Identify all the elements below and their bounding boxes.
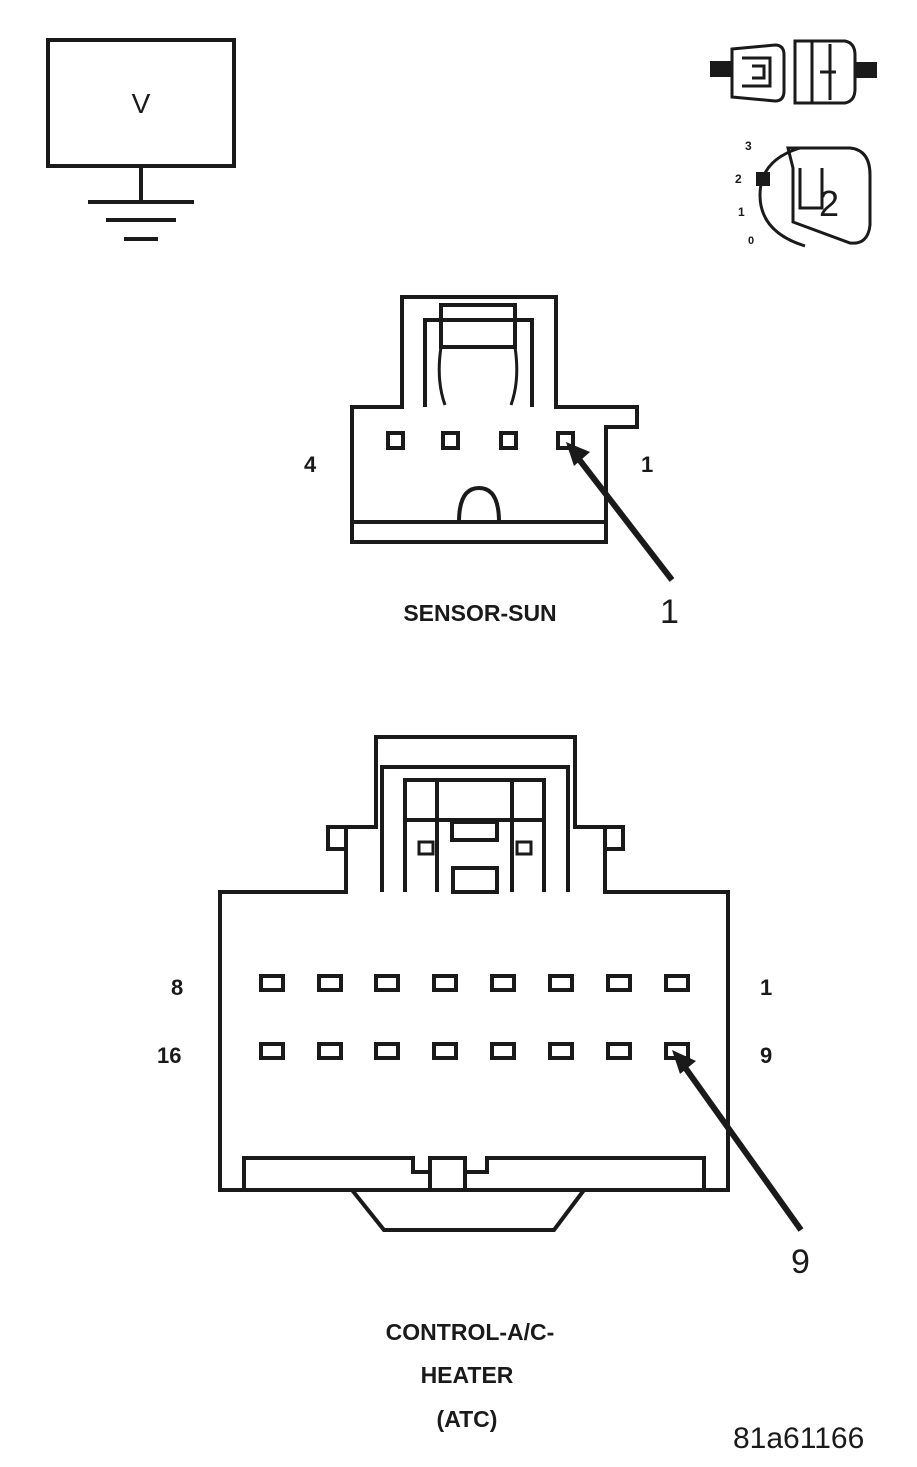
figure-id: 81a61166	[733, 1422, 864, 1455]
key-position-2: 2	[735, 172, 742, 186]
sun-sensor-connector: 4 1 SENSOR-SUN	[304, 295, 653, 626]
atc-connector: 8 1 16 9 CONTROL-A/C- HEATER (ATC)	[157, 735, 772, 1432]
atc-pin-row-bottom	[259, 1042, 690, 1060]
ignition-key-number: 2	[819, 183, 839, 224]
callout-label-9: 9	[791, 1243, 810, 1281]
sun-pin-1	[556, 431, 575, 450]
key-position-0: 0	[748, 235, 754, 247]
sun-pin-3	[441, 431, 460, 450]
ignition-key-icon: 3 2 1 0 2	[735, 139, 872, 248]
sun-pin-label-right: 1	[641, 452, 653, 477]
callout-arrow-1: 1	[566, 442, 679, 631]
atc-title-line-3: (ATC)	[437, 1406, 498, 1432]
sun-pin-2	[499, 431, 518, 450]
sun-sensor-title: SENSOR-SUN	[403, 600, 556, 626]
atc-pin-label-1: 1	[760, 975, 772, 1000]
sun-pin-4	[386, 431, 405, 450]
callout-arrow-9: 9	[672, 1050, 810, 1281]
atc-title-line-1: CONTROL-A/C-	[386, 1319, 555, 1345]
connector-disconnect-icon	[710, 39, 877, 105]
atc-pin-row-top	[259, 974, 690, 992]
atc-pin-label-9: 9	[760, 1043, 772, 1068]
atc-pin-label-16: 16	[157, 1043, 181, 1068]
sun-pin-label-left: 4	[304, 452, 317, 477]
key-position-1: 1	[738, 205, 745, 219]
atc-title-line-2: HEATER	[421, 1362, 514, 1388]
callout-label-1: 1	[660, 593, 679, 631]
atc-pin-label-8: 8	[171, 975, 183, 1000]
voltmeter-icon: V	[46, 38, 236, 241]
key-position-3: 3	[745, 139, 752, 153]
meter-symbol: V	[132, 88, 151, 119]
